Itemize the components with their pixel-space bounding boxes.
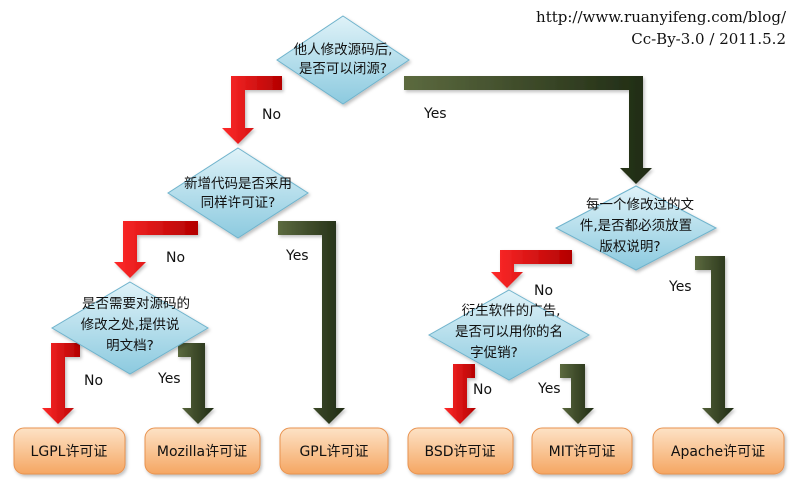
license-box-lgpl: LGPL许可证	[13, 427, 126, 475]
license-mozilla: Mozilla许可证	[157, 444, 247, 460]
label-q1-no: No	[262, 107, 281, 123]
q3-line-2: 修改之处,提供说	[81, 317, 180, 333]
label-q3-no: No	[84, 373, 103, 389]
license-box-bsd: BSD许可证	[407, 427, 514, 475]
q2-line-2: 同样许可证?	[201, 195, 276, 211]
no-arrow-q2	[114, 221, 198, 278]
license-mit: MIT许可证	[549, 444, 616, 460]
yes-arrow-q1	[404, 76, 652, 184]
label-q4-no: No	[534, 283, 553, 299]
q4-line-3: 版权说明?	[599, 238, 660, 255]
license-box-mozilla: Mozilla许可证	[144, 427, 261, 475]
yes-arrow-q3	[178, 343, 214, 424]
decision-q4: 每一个修改过的文 件,是否都必须放置 版权说明?	[554, 185, 718, 271]
license-box-apache: Apache许可证	[652, 427, 785, 475]
no-arrow-q5	[444, 364, 476, 424]
q4-line-2: 件,是否都必须放置	[580, 218, 692, 234]
label-q4-yes: Yes	[668, 279, 692, 295]
license-apache: Apache许可证	[671, 444, 765, 460]
credit-url: http://www.ruanyifeng.com/blog/	[536, 8, 786, 26]
no-arrow-q1	[222, 76, 282, 144]
credit-license: Cc-By-3.0 / 2011.5.2	[631, 30, 786, 48]
decision-q2: 新增代码是否采用 同样许可证?	[167, 147, 309, 239]
decision-q3: 是否需要对源码的 修改之处,提供说 明文档?	[51, 281, 209, 375]
q2-line-1: 新增代码是否采用	[184, 176, 292, 192]
decision-q1: 他人修改源码后, 是否可以闭源?	[276, 15, 410, 105]
label-q2-yes: Yes	[285, 248, 309, 264]
license-box-mit: MIT许可证	[531, 427, 633, 475]
no-arrow-q3	[42, 343, 80, 424]
label-q5-no: No	[473, 382, 492, 398]
q5-line-2: 是否可以用你的名	[455, 324, 563, 340]
yes-arrow-q5	[560, 364, 594, 424]
label-q1-yes: Yes	[423, 106, 447, 122]
label-q5-yes: Yes	[537, 381, 561, 397]
label-q3-yes: Yes	[157, 371, 181, 387]
label-q2-no: No	[166, 250, 185, 266]
q1-line-1: 他人修改源码后,	[294, 42, 393, 58]
no-arrow-q4	[491, 250, 572, 288]
license-bsd: BSD许可证	[424, 444, 495, 460]
decision-q5: 衍生软件的广告, 是否可以用你的名 字促销?	[427, 289, 591, 381]
yes-arrow-q2	[278, 221, 345, 424]
q3-line-1: 是否需要对源码的	[82, 296, 190, 312]
q1-line-2: 是否可以闭源?	[299, 61, 387, 77]
q4-line-1: 每一个修改过的文	[586, 197, 694, 213]
q3-line-3: 明文档?	[106, 338, 154, 354]
q5-line-1: 衍生软件的广告,	[462, 303, 561, 319]
license-box-gpl: GPL许可证	[279, 427, 389, 475]
license-gpl: GPL许可证	[299, 444, 368, 460]
license-lgpl: LGPL许可证	[31, 444, 108, 460]
q5-line-3: 字促销?	[470, 345, 518, 361]
yes-arrow-q4	[695, 256, 734, 424]
